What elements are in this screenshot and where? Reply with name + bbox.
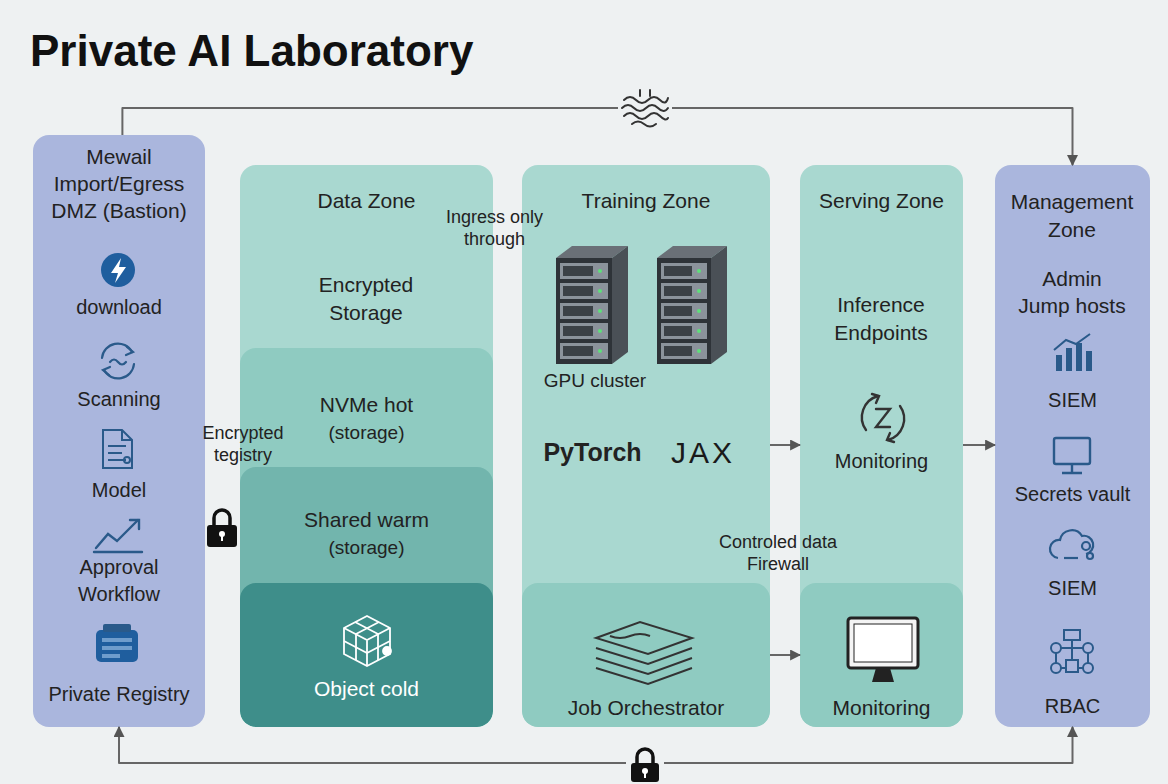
node-text: (storage)	[240, 422, 493, 444]
object-icon	[344, 616, 391, 666]
cloud-icon	[1050, 530, 1093, 559]
trend-icon	[94, 520, 142, 552]
refresh-icon	[862, 394, 904, 442]
node-heading: Mewail Import/Egress DMZ (Bastion)	[39, 143, 199, 224]
node-heading: Job Orchestrator	[522, 695, 770, 721]
process-box: Monitoring	[800, 583, 963, 727]
node-text: SIEM	[995, 387, 1150, 413]
zone-box: Serving ZoneInference EndpointsMonitorin…	[800, 165, 963, 727]
connector	[770, 444, 800, 446]
lock-icon	[626, 748, 664, 782]
storage-band: NVMe hot (storage) Shared warm (storage) Obj…	[240, 348, 493, 727]
node-text: Monitoring	[800, 448, 963, 474]
storage-band: Object cold	[240, 583, 493, 727]
monitor-icon	[1054, 438, 1090, 473]
node-text: Encrypted Storage	[306, 271, 426, 327]
node-text: download	[39, 294, 199, 320]
node-heading: Serving Zone	[800, 187, 963, 215]
diagram-title: Private AI Laboratory	[30, 24, 730, 78]
download-icon	[101, 253, 135, 287]
node-text: SIEM	[995, 575, 1150, 601]
node-heading: Data Zone	[240, 187, 493, 215]
node-text: GPU cluster	[535, 369, 655, 393]
connector	[770, 654, 800, 656]
node-text: (storage)	[240, 537, 493, 559]
registry-icon	[96, 624, 138, 662]
monitor-icon	[848, 618, 918, 682]
node-text: Secrets vault	[995, 481, 1150, 507]
node-heading: NVMe hot	[240, 392, 493, 418]
node-text: Approval Workflow	[44, 554, 194, 608]
node-text: Scanning	[39, 386, 199, 412]
storage-band: Shared warm (storage) Object cold	[240, 467, 493, 727]
zone-box: Mewail Import/Egress DMZ (Bastion) downlo…	[33, 135, 205, 727]
model-icon	[103, 430, 132, 468]
node-heading: Object cold	[240, 676, 493, 702]
network-icon	[618, 88, 672, 132]
node-text: PyTorch	[540, 436, 645, 468]
lock-icon	[207, 510, 237, 547]
connector	[119, 727, 1073, 763]
connector	[122, 108, 1072, 165]
stack-icon	[596, 622, 692, 684]
node-heading: Monitoring	[800, 695, 963, 721]
zone-box: Data ZoneEncrypted StorageNVMe hot (stora…	[240, 165, 493, 727]
node-heading: Shared warm	[240, 507, 493, 533]
node-heading: Training Zone	[522, 187, 770, 215]
node-text: Private Registry	[36, 681, 202, 707]
zone-box: Management ZoneAdmin Jump hostsSIEM Secre…	[995, 165, 1150, 727]
node-text: Inference Endpoints	[806, 291, 956, 347]
chart-icon	[1054, 334, 1092, 371]
network-icon	[1051, 630, 1093, 673]
node-text: JAX	[653, 434, 753, 472]
process-box: Job Orchestrator	[522, 583, 770, 727]
node-text: RBAC	[995, 693, 1150, 719]
server-icon	[556, 246, 727, 364]
zone-box: Training ZoneGPU clusterPyTorchJAX Job Or…	[522, 165, 770, 727]
connector	[963, 444, 995, 446]
node-text: Admin Jump hosts	[1017, 265, 1127, 319]
scanning-icon	[102, 344, 134, 379]
node-heading: Management Zone	[997, 188, 1147, 244]
node-text: Model	[39, 477, 199, 503]
